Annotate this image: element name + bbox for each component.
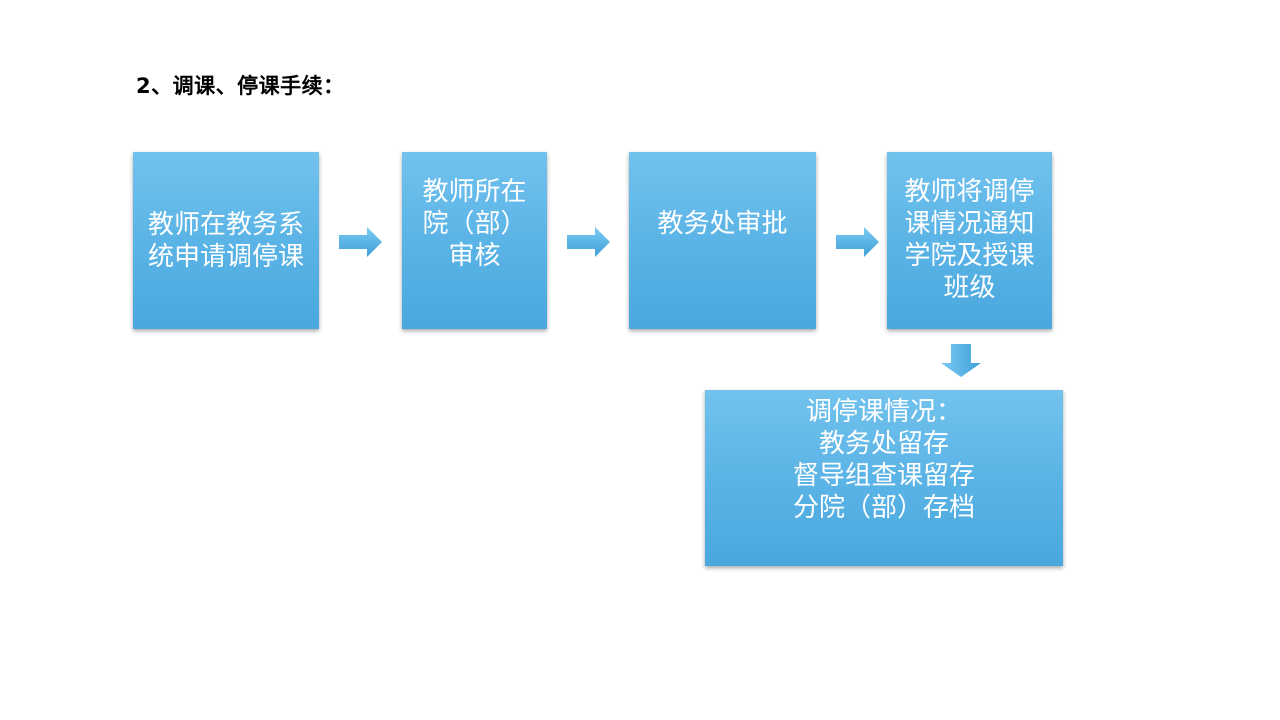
step-4-line-1: 教师将调停 bbox=[904, 177, 1035, 207]
step-4-line-2: 课情况通知 bbox=[904, 209, 1035, 239]
result-line-4: 分院（部）存档 bbox=[792, 493, 975, 523]
step-3-line-1: 教务处审批 bbox=[657, 209, 788, 239]
step-1-line-1: 教师在教务系 bbox=[147, 209, 304, 240]
step-2-line-3: 审核 bbox=[448, 241, 501, 271]
result-line-2: 教务处留存 bbox=[818, 429, 949, 459]
step-4-line-4: 班级 bbox=[943, 273, 996, 303]
step-box-academic-approval: 教务处审批 bbox=[629, 152, 816, 329]
step-box-department-review: 教师所在 院（部） 审核 bbox=[402, 152, 547, 329]
result-box-records: 调停课情况： 教务处留存 督导组查课留存 分院（部）存档 bbox=[705, 390, 1063, 566]
right-arrow-icon bbox=[567, 227, 610, 257]
result-line-3: 督导组查课留存 bbox=[792, 461, 975, 491]
right-arrow-icon bbox=[836, 227, 879, 257]
page-title: 2、调课、停课手续： bbox=[136, 74, 345, 98]
step-box-apply: 教师在教务系 统申请调停课 bbox=[133, 152, 319, 329]
step-1-line-2: 统申请调停课 bbox=[147, 241, 304, 272]
step-2-line-2: 院（部） bbox=[422, 209, 527, 239]
result-line-1: 调停课情况： bbox=[805, 397, 962, 427]
step-4-line-3: 学院及授课 bbox=[904, 241, 1035, 271]
right-arrow-icon bbox=[339, 227, 382, 257]
down-arrow-icon bbox=[941, 344, 981, 377]
step-box-notify: 教师将调停 课情况通知 学院及授课 班级 bbox=[887, 152, 1052, 329]
step-2-line-1: 教师所在 bbox=[422, 177, 527, 207]
